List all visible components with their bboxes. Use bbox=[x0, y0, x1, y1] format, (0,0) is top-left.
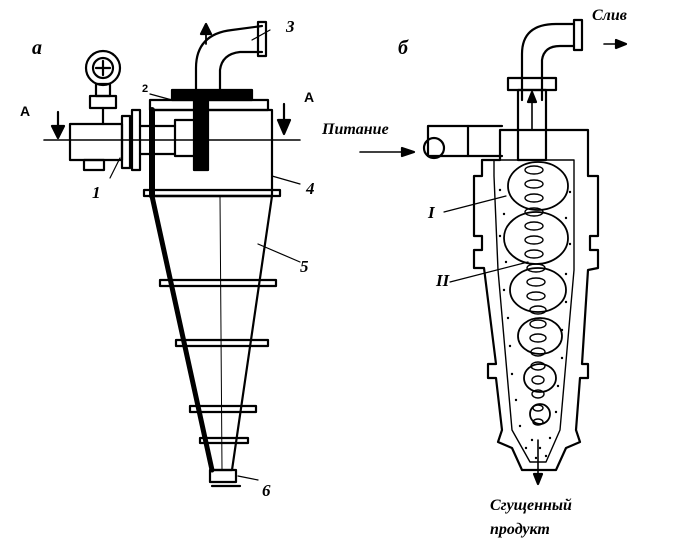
overflow-arrow-b-head bbox=[614, 38, 628, 50]
leader-3 bbox=[251, 29, 271, 41]
overflow-label: Слив bbox=[592, 7, 627, 24]
section-arrow-right-head bbox=[276, 118, 292, 136]
overflow-bend-outer bbox=[218, 50, 264, 92]
flange-cone-3 bbox=[188, 404, 258, 414]
conical-section bbox=[150, 194, 274, 472]
section-label-right: А bbox=[304, 89, 315, 105]
part-label-4: 4 bbox=[306, 179, 315, 198]
feed-arrow-head bbox=[400, 146, 416, 158]
hydrocyclone-flow-b bbox=[359, 18, 628, 486]
section-label-left: А bbox=[20, 103, 31, 119]
gauge-dial-inner bbox=[91, 56, 115, 80]
leader-4 bbox=[271, 175, 301, 185]
part-label-1: 1 bbox=[92, 183, 101, 202]
up-arrow-b-head bbox=[526, 90, 538, 104]
product-label-line2: продукт bbox=[490, 521, 550, 538]
flange-cone-1 bbox=[158, 278, 278, 288]
leader-1 bbox=[109, 157, 121, 179]
feed-pipe bbox=[68, 122, 124, 162]
overflow-arrow-head bbox=[199, 22, 213, 36]
part-label-2: 2 bbox=[142, 83, 149, 95]
overflow-elbow-inner bbox=[540, 44, 576, 102]
overflow-elbow-outer bbox=[520, 22, 576, 102]
underflow-arrow-head bbox=[532, 472, 544, 486]
cone-wall-section bbox=[149, 193, 215, 473]
leader-zone-2 bbox=[449, 261, 529, 283]
leader-5 bbox=[257, 243, 301, 263]
part-label-6: 6 bbox=[262, 481, 271, 500]
pipe-foot bbox=[82, 158, 106, 172]
sediment-dots bbox=[498, 188, 572, 460]
feed-label: Питание bbox=[322, 121, 389, 138]
cyclone-body-inner bbox=[493, 159, 575, 463]
pipe-flange-1 bbox=[120, 114, 132, 170]
cyclone-body-outer bbox=[472, 128, 600, 472]
feed-inlet-mouth bbox=[422, 136, 446, 160]
overflow-elbow-flange bbox=[572, 18, 584, 52]
apex-nozzle bbox=[208, 468, 238, 484]
part-label-3: 3 bbox=[286, 17, 295, 36]
inner-vortex bbox=[524, 165, 547, 426]
flange-cone-4 bbox=[198, 436, 250, 445]
section-arrow-left-head bbox=[50, 124, 66, 140]
cone-axis bbox=[219, 195, 223, 471]
vortex-finder bbox=[192, 98, 210, 172]
leader-6 bbox=[237, 475, 259, 481]
outer-spiral bbox=[503, 161, 569, 425]
feed-inlet-b bbox=[426, 124, 470, 158]
hydrocyclone-assembly-a bbox=[43, 20, 301, 488]
overflow-flange bbox=[256, 20, 268, 58]
panel-label-b: б bbox=[398, 37, 408, 59]
cover-band bbox=[170, 88, 254, 102]
product-label-line1: Сгущенный bbox=[490, 497, 572, 514]
zone-label-2: II bbox=[436, 271, 450, 290]
pipe-flange-2 bbox=[130, 108, 142, 172]
leader-zone-1 bbox=[443, 195, 507, 213]
vortex-flange-b bbox=[506, 76, 558, 92]
flange-cone-2 bbox=[174, 338, 270, 348]
panel-label-a: а bbox=[32, 37, 42, 59]
leader-2 bbox=[149, 93, 173, 101]
part-label-5: 5 bbox=[300, 257, 309, 276]
gauge-valve bbox=[88, 94, 118, 110]
zone-label-1: I bbox=[428, 203, 435, 222]
